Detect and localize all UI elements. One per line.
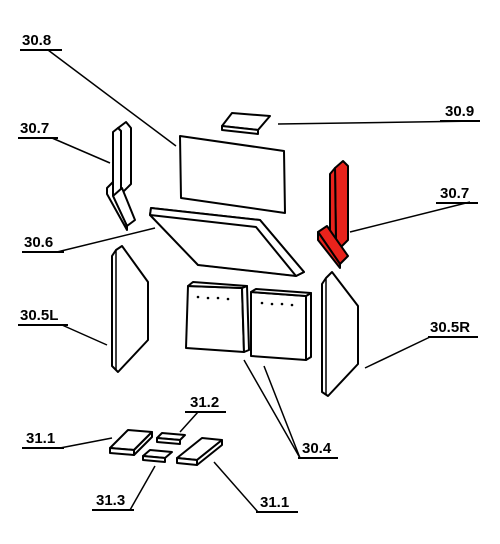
label-31-3: 31.3 bbox=[96, 492, 125, 509]
part-30-5R[interactable] bbox=[321, 271, 359, 397]
part-31-3[interactable] bbox=[142, 449, 173, 463]
part-30-9[interactable] bbox=[221, 112, 271, 135]
part-30-5L[interactable] bbox=[111, 245, 149, 373]
part-30-4-right-brick[interactable] bbox=[250, 288, 312, 361]
part-labels: 30.8 30.9 30.7 30.7 30.6 30.5L 30.5R 30.… bbox=[20, 32, 474, 511]
part-30-7-right-highlighted[interactable] bbox=[317, 160, 349, 269]
part-30-4-left-brick[interactable] bbox=[185, 281, 250, 353]
part-31-2[interactable] bbox=[156, 432, 186, 445]
label-30-7-left: 30.7 bbox=[20, 120, 49, 137]
label-underlines bbox=[18, 49, 480, 513]
label-30-9: 30.9 bbox=[445, 103, 474, 120]
part-30-7-left[interactable] bbox=[106, 121, 136, 231]
label-30-5L: 30.5L bbox=[20, 307, 58, 324]
label-30-6: 30.6 bbox=[24, 234, 53, 251]
label-31-1-right: 31.1 bbox=[260, 494, 289, 511]
part-30-8[interactable] bbox=[179, 135, 286, 214]
part-31-1-right[interactable] bbox=[176, 437, 223, 466]
label-31-2: 31.2 bbox=[190, 394, 219, 411]
part-30-6[interactable] bbox=[149, 207, 305, 277]
label-30-7-right: 30.7 bbox=[440, 185, 469, 202]
label-30-4: 30.4 bbox=[302, 440, 332, 457]
label-31-1-left: 31.1 bbox=[26, 430, 55, 447]
part-31-1-left[interactable] bbox=[109, 429, 153, 456]
label-30-8: 30.8 bbox=[22, 32, 51, 49]
label-30-5R: 30.5R bbox=[430, 319, 470, 336]
